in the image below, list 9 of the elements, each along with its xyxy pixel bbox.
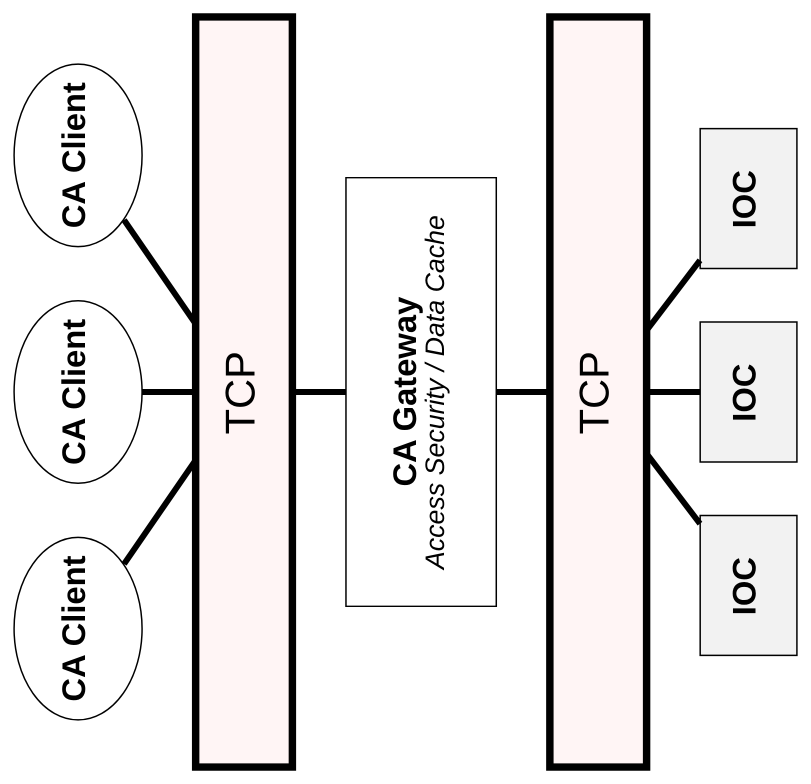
node-box: IOC bbox=[699, 321, 798, 463]
node-ellipse: CA Client bbox=[13, 536, 143, 721]
node-box: TCP bbox=[192, 13, 296, 771]
node-box: IOC bbox=[699, 128, 798, 270]
node-box: IOC bbox=[699, 514, 798, 656]
node-box: CA Gateway Access Security / Data Cache bbox=[345, 176, 498, 608]
node-ellipse: CA Client bbox=[13, 63, 143, 248]
node-ellipse: CA Client bbox=[13, 300, 143, 484]
node-box: TCP bbox=[546, 13, 650, 771]
